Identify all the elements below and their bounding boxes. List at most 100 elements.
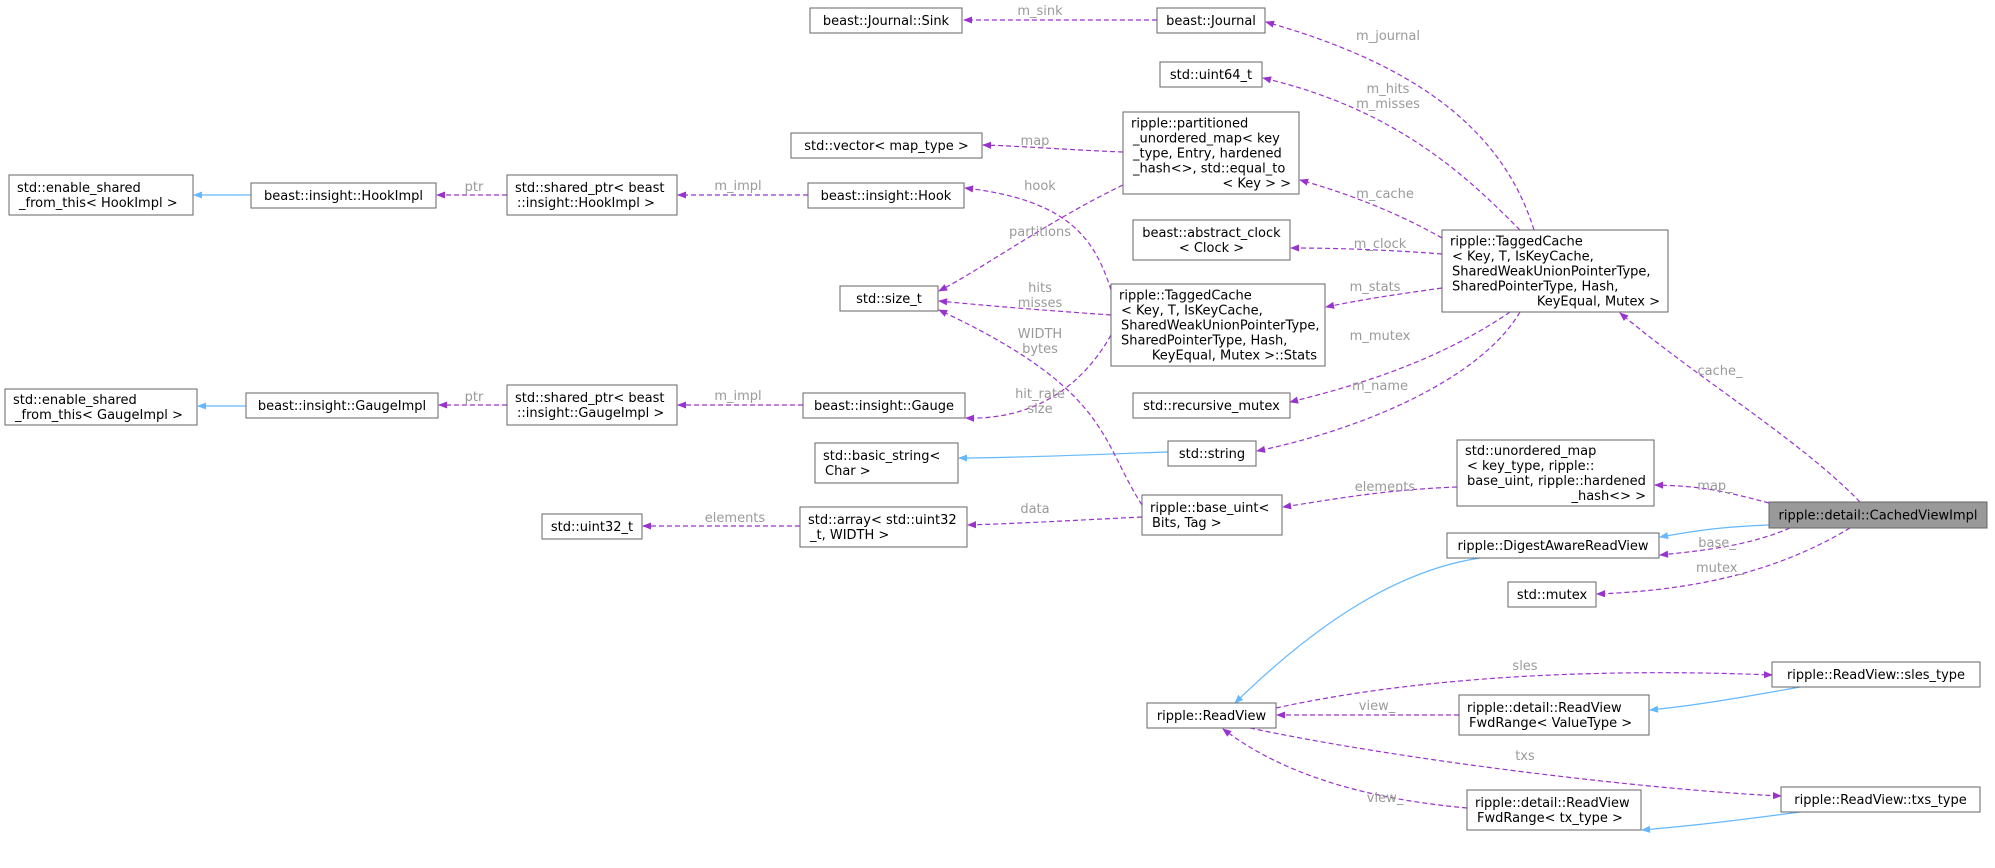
edge-line bbox=[1249, 727, 1782, 800]
class-box bbox=[1132, 392, 1291, 419]
class-box bbox=[506, 174, 678, 216]
edge-cachedviewimpl-to-unordmap-use: map_ bbox=[1654, 479, 1770, 504]
class-node-partmap[interactable]: ripple::partitioned_unordered_map< key_t… bbox=[1122, 111, 1300, 195]
class-node-sp_gaugeimpl[interactable]: std::shared_ptr< beast::insight::GaugeIm… bbox=[506, 384, 678, 426]
class-node-esf_gauge[interactable]: std::enable_shared_from_this< GaugeImpl … bbox=[4, 388, 198, 426]
class-name-line: ripple::detail::CachedViewImpl bbox=[1778, 509, 1977, 524]
class-name-line: < Key > > bbox=[1222, 177, 1291, 192]
class-name-line: std::size_t bbox=[856, 292, 922, 307]
edge-line bbox=[1262, 76, 1521, 231]
edge-label: map bbox=[1021, 134, 1050, 149]
class-name-line: SharedWeakUnionPointerType, bbox=[1452, 265, 1651, 280]
class-name-line: ripple::partitioned bbox=[1131, 117, 1248, 132]
edge-label: m_hits bbox=[1367, 82, 1410, 97]
edge-label: base_ bbox=[1698, 536, 1736, 551]
class-node-gaugeimpl[interactable]: beast::insight::GaugeImpl bbox=[245, 392, 439, 419]
edge-baseuint-to-array-use: data bbox=[967, 502, 1143, 529]
class-box bbox=[807, 182, 965, 209]
edge-line bbox=[1596, 527, 1851, 598]
class-name-line: beast::Journal::Sink bbox=[823, 14, 950, 29]
class-node-uint64[interactable]: std::uint64_t bbox=[1159, 61, 1263, 88]
class-name-line: ripple::ReadView::sles_type bbox=[1787, 668, 1965, 683]
class-box bbox=[1507, 581, 1597, 608]
class-node-journal[interactable]: beast::Journal bbox=[1156, 7, 1266, 34]
class-node-digest[interactable]: ripple::DigestAwareReadView bbox=[1446, 532, 1660, 559]
edge-readview-to-txs-use: txs bbox=[1249, 727, 1782, 800]
class-name-line: Char > bbox=[825, 464, 871, 479]
class-name-line: beast::insight::HookImpl bbox=[264, 189, 423, 204]
class-node-unordmap[interactable]: std::unordered_map< key_type, ripple::ba… bbox=[1456, 439, 1655, 507]
class-node-vecmap[interactable]: std::vector< map_type > bbox=[790, 132, 983, 159]
class-box bbox=[1771, 661, 1981, 688]
class-node-hook[interactable]: beast::insight::Hook bbox=[807, 182, 965, 209]
class-box bbox=[1141, 494, 1283, 536]
edge-array-to-uint32-use: elements bbox=[642, 511, 800, 530]
class-box bbox=[802, 392, 966, 419]
class-name-line: std::shared_ptr< beast bbox=[515, 181, 664, 196]
edge-line bbox=[958, 451, 1169, 462]
edge-partmap-to-vecmap-use: map bbox=[982, 134, 1124, 153]
class-node-array[interactable]: std::array< std::uint32_t, WIDTH > bbox=[799, 506, 968, 548]
edge-cachedviewimpl-to-digest-inherit bbox=[1659, 524, 1770, 540]
edge-txs-to-fwd_tx-inherit bbox=[1641, 811, 1801, 833]
class-box bbox=[1146, 702, 1277, 729]
edge-label: elements bbox=[705, 511, 766, 526]
class-node-mutex[interactable]: std::mutex bbox=[1507, 581, 1597, 608]
edge-line bbox=[1275, 671, 1773, 709]
class-node-absclock[interactable]: beast::abstract_clock< Clock > bbox=[1132, 219, 1291, 261]
class-name-line: ripple::base_uint< bbox=[1150, 501, 1269, 516]
edge-line bbox=[1289, 311, 1511, 404]
class-box bbox=[8, 174, 194, 216]
class-node-stats[interactable]: ripple::TaggedCache< Key, T, IsKeyCache,… bbox=[1110, 283, 1326, 367]
class-node-string[interactable]: std::string bbox=[1167, 440, 1257, 467]
class-node-txs[interactable]: ripple::ReadView::txs_type bbox=[1780, 786, 1981, 813]
class-name-line: ripple::DigestAwareReadView bbox=[1457, 539, 1648, 554]
class-node-basicstring[interactable]: std::basic_string<Char > bbox=[814, 442, 959, 484]
edge-label: view_ bbox=[1359, 699, 1396, 714]
edge-fwd_value-to-readview-use: view_ bbox=[1276, 699, 1459, 719]
edge-label: bytes bbox=[1022, 342, 1058, 357]
class-name-line: _hash<> > bbox=[1570, 489, 1646, 504]
edge-partmap-to-sizet-use: partitions bbox=[938, 184, 1124, 292]
class-name-line: FwdRange< ValueType > bbox=[1469, 716, 1632, 731]
class-node-taggedcache[interactable]: ripple::TaggedCache< Key, T, IsKeyCache,… bbox=[1441, 229, 1669, 313]
class-node-hookimpl[interactable]: beast::insight::HookImpl bbox=[250, 182, 437, 209]
edge-taggedcache-to-partmap-use: m_cache bbox=[1299, 178, 1443, 239]
edge-label: partitions bbox=[1009, 225, 1071, 240]
class-node-gauge[interactable]: beast::insight::Gauge bbox=[802, 392, 966, 419]
edge-line bbox=[1256, 311, 1521, 453]
edge-gauge-to-sp_gaugeimpl-use: m_impl bbox=[677, 389, 803, 409]
class-node-readview[interactable]: ripple::ReadView bbox=[1146, 702, 1277, 729]
class-node-cachedviewimpl[interactable]: ripple::detail::CachedViewImpl bbox=[1768, 501, 1988, 529]
class-node-uint32[interactable]: std::uint32_t bbox=[541, 513, 643, 540]
class-box bbox=[1456, 439, 1655, 507]
class-node-sink[interactable]: beast::Journal::Sink bbox=[809, 7, 963, 34]
class-node-esf_hook[interactable]: std::enable_shared_from_this< HookImpl > bbox=[8, 174, 194, 216]
edge-label: m_stats bbox=[1350, 280, 1401, 295]
edge-line bbox=[1234, 557, 1481, 704]
class-box bbox=[541, 513, 643, 540]
class-name-line: _type, Entry, hardened bbox=[1132, 147, 1282, 162]
edge-taggedcache-to-journal-use: m_journal bbox=[1265, 20, 1535, 231]
class-node-recmutex[interactable]: std::recursive_mutex bbox=[1132, 392, 1291, 419]
class-name-line: beast::insight::Gauge bbox=[814, 399, 954, 414]
class-box bbox=[1110, 283, 1326, 367]
class-name-line: beast::Journal bbox=[1166, 14, 1256, 29]
class-name-line: std::mutex bbox=[1517, 588, 1588, 603]
class-node-sizet[interactable]: std::size_t bbox=[839, 285, 939, 312]
class-box bbox=[799, 506, 968, 548]
class-node-sles[interactable]: ripple::ReadView::sles_type bbox=[1771, 661, 1981, 688]
class-name-line: _hash<>, std::equal_to bbox=[1132, 162, 1285, 177]
class-node-sp_hookimpl[interactable]: std::shared_ptr< beast::insight::HookImp… bbox=[506, 174, 678, 216]
class-name-line: SharedWeakUnionPointerType, bbox=[1121, 319, 1320, 334]
class-node-baseuint[interactable]: ripple::base_uint<Bits, Tag > bbox=[1141, 494, 1283, 536]
edge-unordmap-to-baseuint-use: elements bbox=[1282, 480, 1458, 510]
edge-label: hit_rate bbox=[1015, 387, 1065, 402]
class-box bbox=[1122, 111, 1300, 195]
edge-line bbox=[1654, 481, 1770, 504]
class-name-line: ::insight::GaugeImpl > bbox=[517, 406, 664, 421]
